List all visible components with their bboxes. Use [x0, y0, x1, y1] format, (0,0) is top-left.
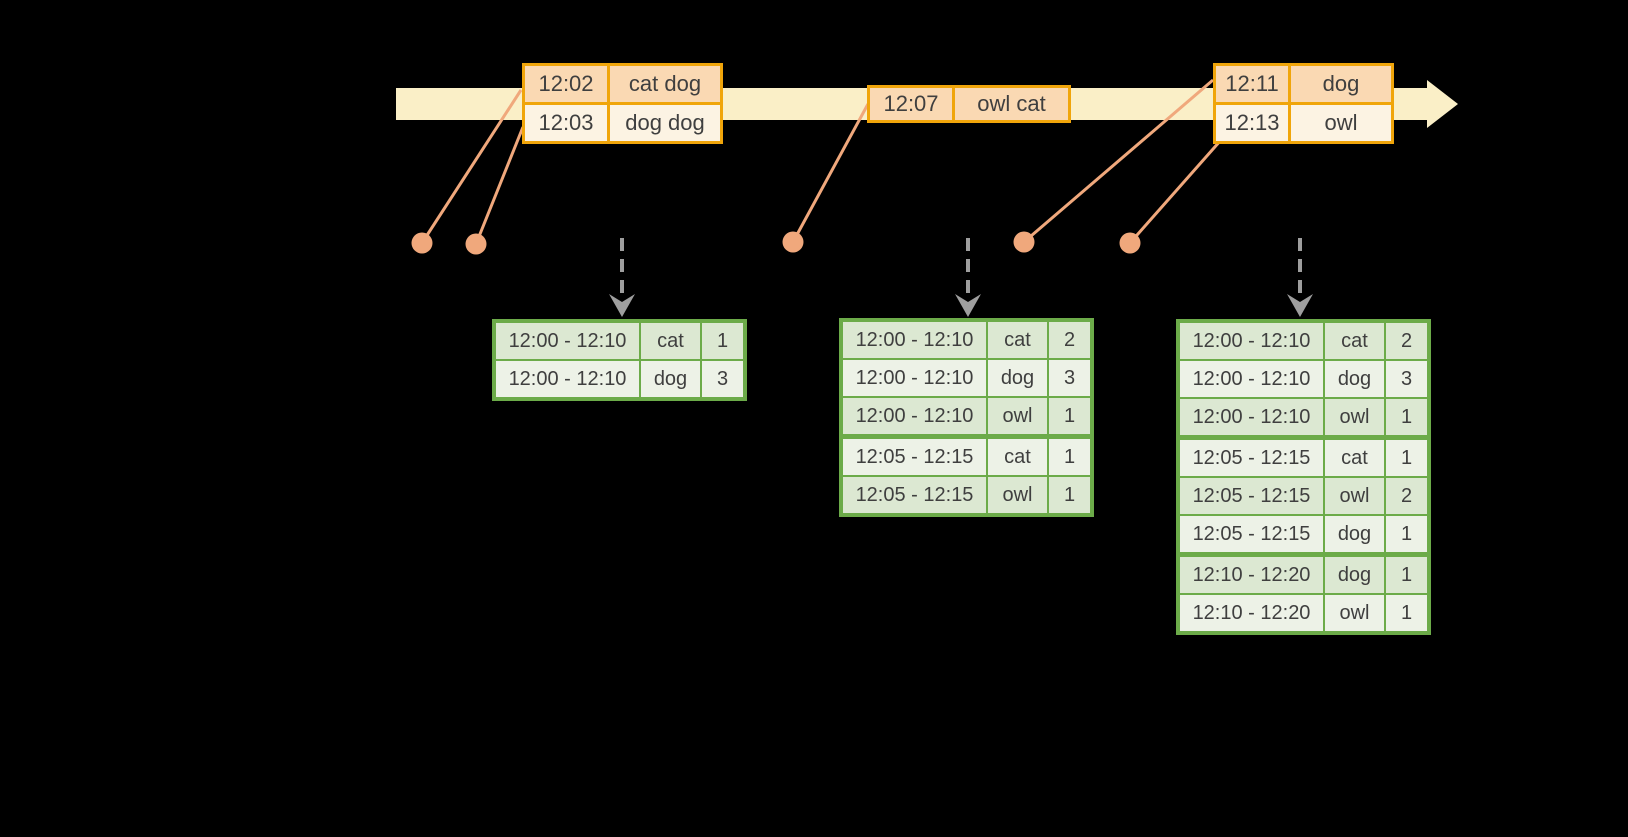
result-cell-window: 12:05 - 12:15 — [843, 477, 986, 513]
result-cell-word: dog — [1325, 557, 1384, 593]
event-connector-line — [1023, 78, 1214, 244]
event-cell-time: 12:13 — [1216, 105, 1288, 141]
result-cell-word: owl — [1325, 478, 1384, 514]
event-dot — [782, 231, 804, 253]
result-cell-count: 2 — [1386, 323, 1427, 359]
result-cell-count: 1 — [1049, 477, 1090, 513]
event-cell-words: owl cat — [955, 88, 1068, 120]
event-cell-time: 12:07 — [870, 88, 952, 120]
result-cell-window: 12:00 - 12:10 — [1180, 361, 1323, 397]
result-cell-word: dog — [988, 360, 1047, 396]
result-cell-count: 3 — [1386, 361, 1427, 397]
result-cell-count: 1 — [1049, 439, 1090, 475]
event-cell-time: 12:11 — [1216, 66, 1288, 102]
result-cell-word: cat — [641, 323, 700, 359]
result-cell-window: 12:05 - 12:15 — [1180, 478, 1323, 514]
result-cell-word: cat — [988, 322, 1047, 358]
result-cell-window: 12:00 - 12:10 — [843, 398, 986, 434]
event-cell-words: dog — [1291, 66, 1391, 102]
result-cell-count: 1 — [1386, 516, 1427, 552]
result-cell-window: 12:00 - 12:10 — [843, 322, 986, 358]
result-cell-count: 1 — [1049, 398, 1090, 434]
event-dot — [465, 233, 487, 255]
result-cell-count: 1 — [702, 323, 743, 359]
result-cell-word: owl — [1325, 399, 1384, 435]
trigger-arrow — [1287, 238, 1313, 317]
result-cell-window: 12:00 - 12:10 — [1180, 399, 1323, 435]
result-cell-count: 3 — [1049, 360, 1090, 396]
event-cell-time: 12:02 — [525, 66, 607, 102]
event-dot — [411, 232, 433, 254]
result-cell-word: dog — [1325, 361, 1384, 397]
event-cell-time: 12:03 — [525, 105, 607, 141]
event-connector-line — [1128, 139, 1223, 244]
result-cell-count: 1 — [1386, 440, 1427, 476]
result-cell-count: 2 — [1386, 478, 1427, 514]
result-cell-window: 12:05 - 12:15 — [1180, 440, 1323, 476]
result-cell-window: 12:00 - 12:10 — [843, 360, 986, 396]
result-cell-window: 12:00 - 12:10 — [1180, 323, 1323, 359]
result-cell-word: owl — [1325, 595, 1384, 631]
result-cell-count: 1 — [1386, 399, 1427, 435]
result-cell-word: dog — [1325, 516, 1384, 552]
trigger-arrow — [955, 238, 981, 317]
trigger-arrow — [609, 238, 635, 317]
event-connector-line — [791, 103, 870, 243]
result-cell-count: 3 — [702, 361, 743, 397]
result-cell-window: 12:10 - 12:20 — [1180, 557, 1323, 593]
result-cell-word: cat — [1325, 440, 1384, 476]
result-cell-word: owl — [988, 398, 1047, 434]
result-cell-window: 12:05 - 12:15 — [1180, 516, 1323, 552]
event-cell-words: cat dog — [610, 66, 720, 102]
event-cell-words: owl — [1291, 105, 1391, 141]
result-cell-window: 12:05 - 12:15 — [843, 439, 986, 475]
result-cell-window: 12:00 - 12:10 — [496, 323, 639, 359]
result-cell-word: owl — [988, 477, 1047, 513]
result-cell-word: cat — [1325, 323, 1384, 359]
result-cell-window: 12:00 - 12:10 — [496, 361, 639, 397]
result-cell-window: 12:10 - 12:20 — [1180, 595, 1323, 631]
result-cell-count: 1 — [1386, 595, 1427, 631]
event-connector-line — [474, 126, 525, 245]
event-dot — [1119, 232, 1141, 254]
result-cell-count: 1 — [1386, 557, 1427, 593]
result-cell-word: dog — [641, 361, 700, 397]
result-cell-word: cat — [988, 439, 1047, 475]
event-connector-line — [420, 89, 523, 244]
result-cell-count: 2 — [1049, 322, 1090, 358]
event-cell-words: dog dog — [610, 105, 720, 141]
event-dot — [1013, 231, 1035, 253]
